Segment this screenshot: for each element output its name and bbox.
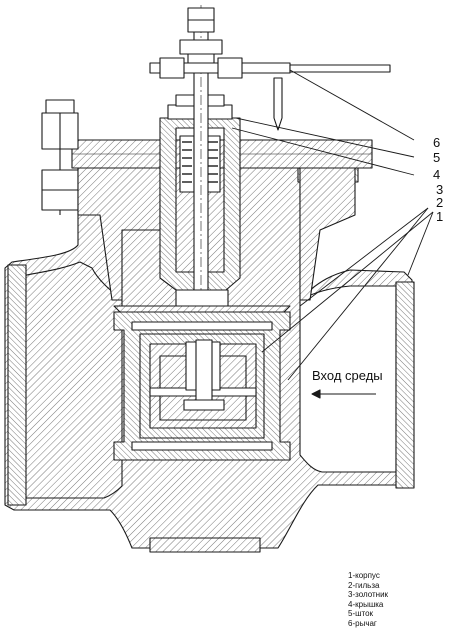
legend-item: 4-крышка bbox=[348, 599, 384, 609]
callout-5: 5 bbox=[433, 150, 441, 165]
flow-inlet-label: Вход среды bbox=[312, 368, 383, 383]
bottom-plug bbox=[149, 537, 261, 553]
callout-3: 3 bbox=[436, 182, 444, 197]
callout-6: 6 bbox=[433, 135, 441, 150]
callout-1: 1 bbox=[436, 209, 444, 224]
packing-rings bbox=[179, 135, 221, 193]
legend-item: 6-рычаг bbox=[348, 618, 377, 628]
callout-leader-lines bbox=[231, 69, 434, 381]
flow-direction-arrow bbox=[311, 389, 376, 399]
right-flange bbox=[395, 281, 415, 489]
legend-item: 2-гильза bbox=[348, 580, 380, 590]
parts-legend: 1-корпус 2-гильза 3-золотник 4-крышка 5-… bbox=[348, 571, 388, 629]
legend-item: 1-корпус bbox=[348, 571, 380, 580]
callout-2: 2 bbox=[436, 195, 444, 210]
lever-pointer bbox=[273, 77, 283, 131]
callout-4: 4 bbox=[433, 167, 441, 182]
legend-item: 5-шток bbox=[348, 609, 374, 619]
legend-item: 3-золотник bbox=[348, 590, 389, 600]
left-flange bbox=[7, 264, 27, 506]
